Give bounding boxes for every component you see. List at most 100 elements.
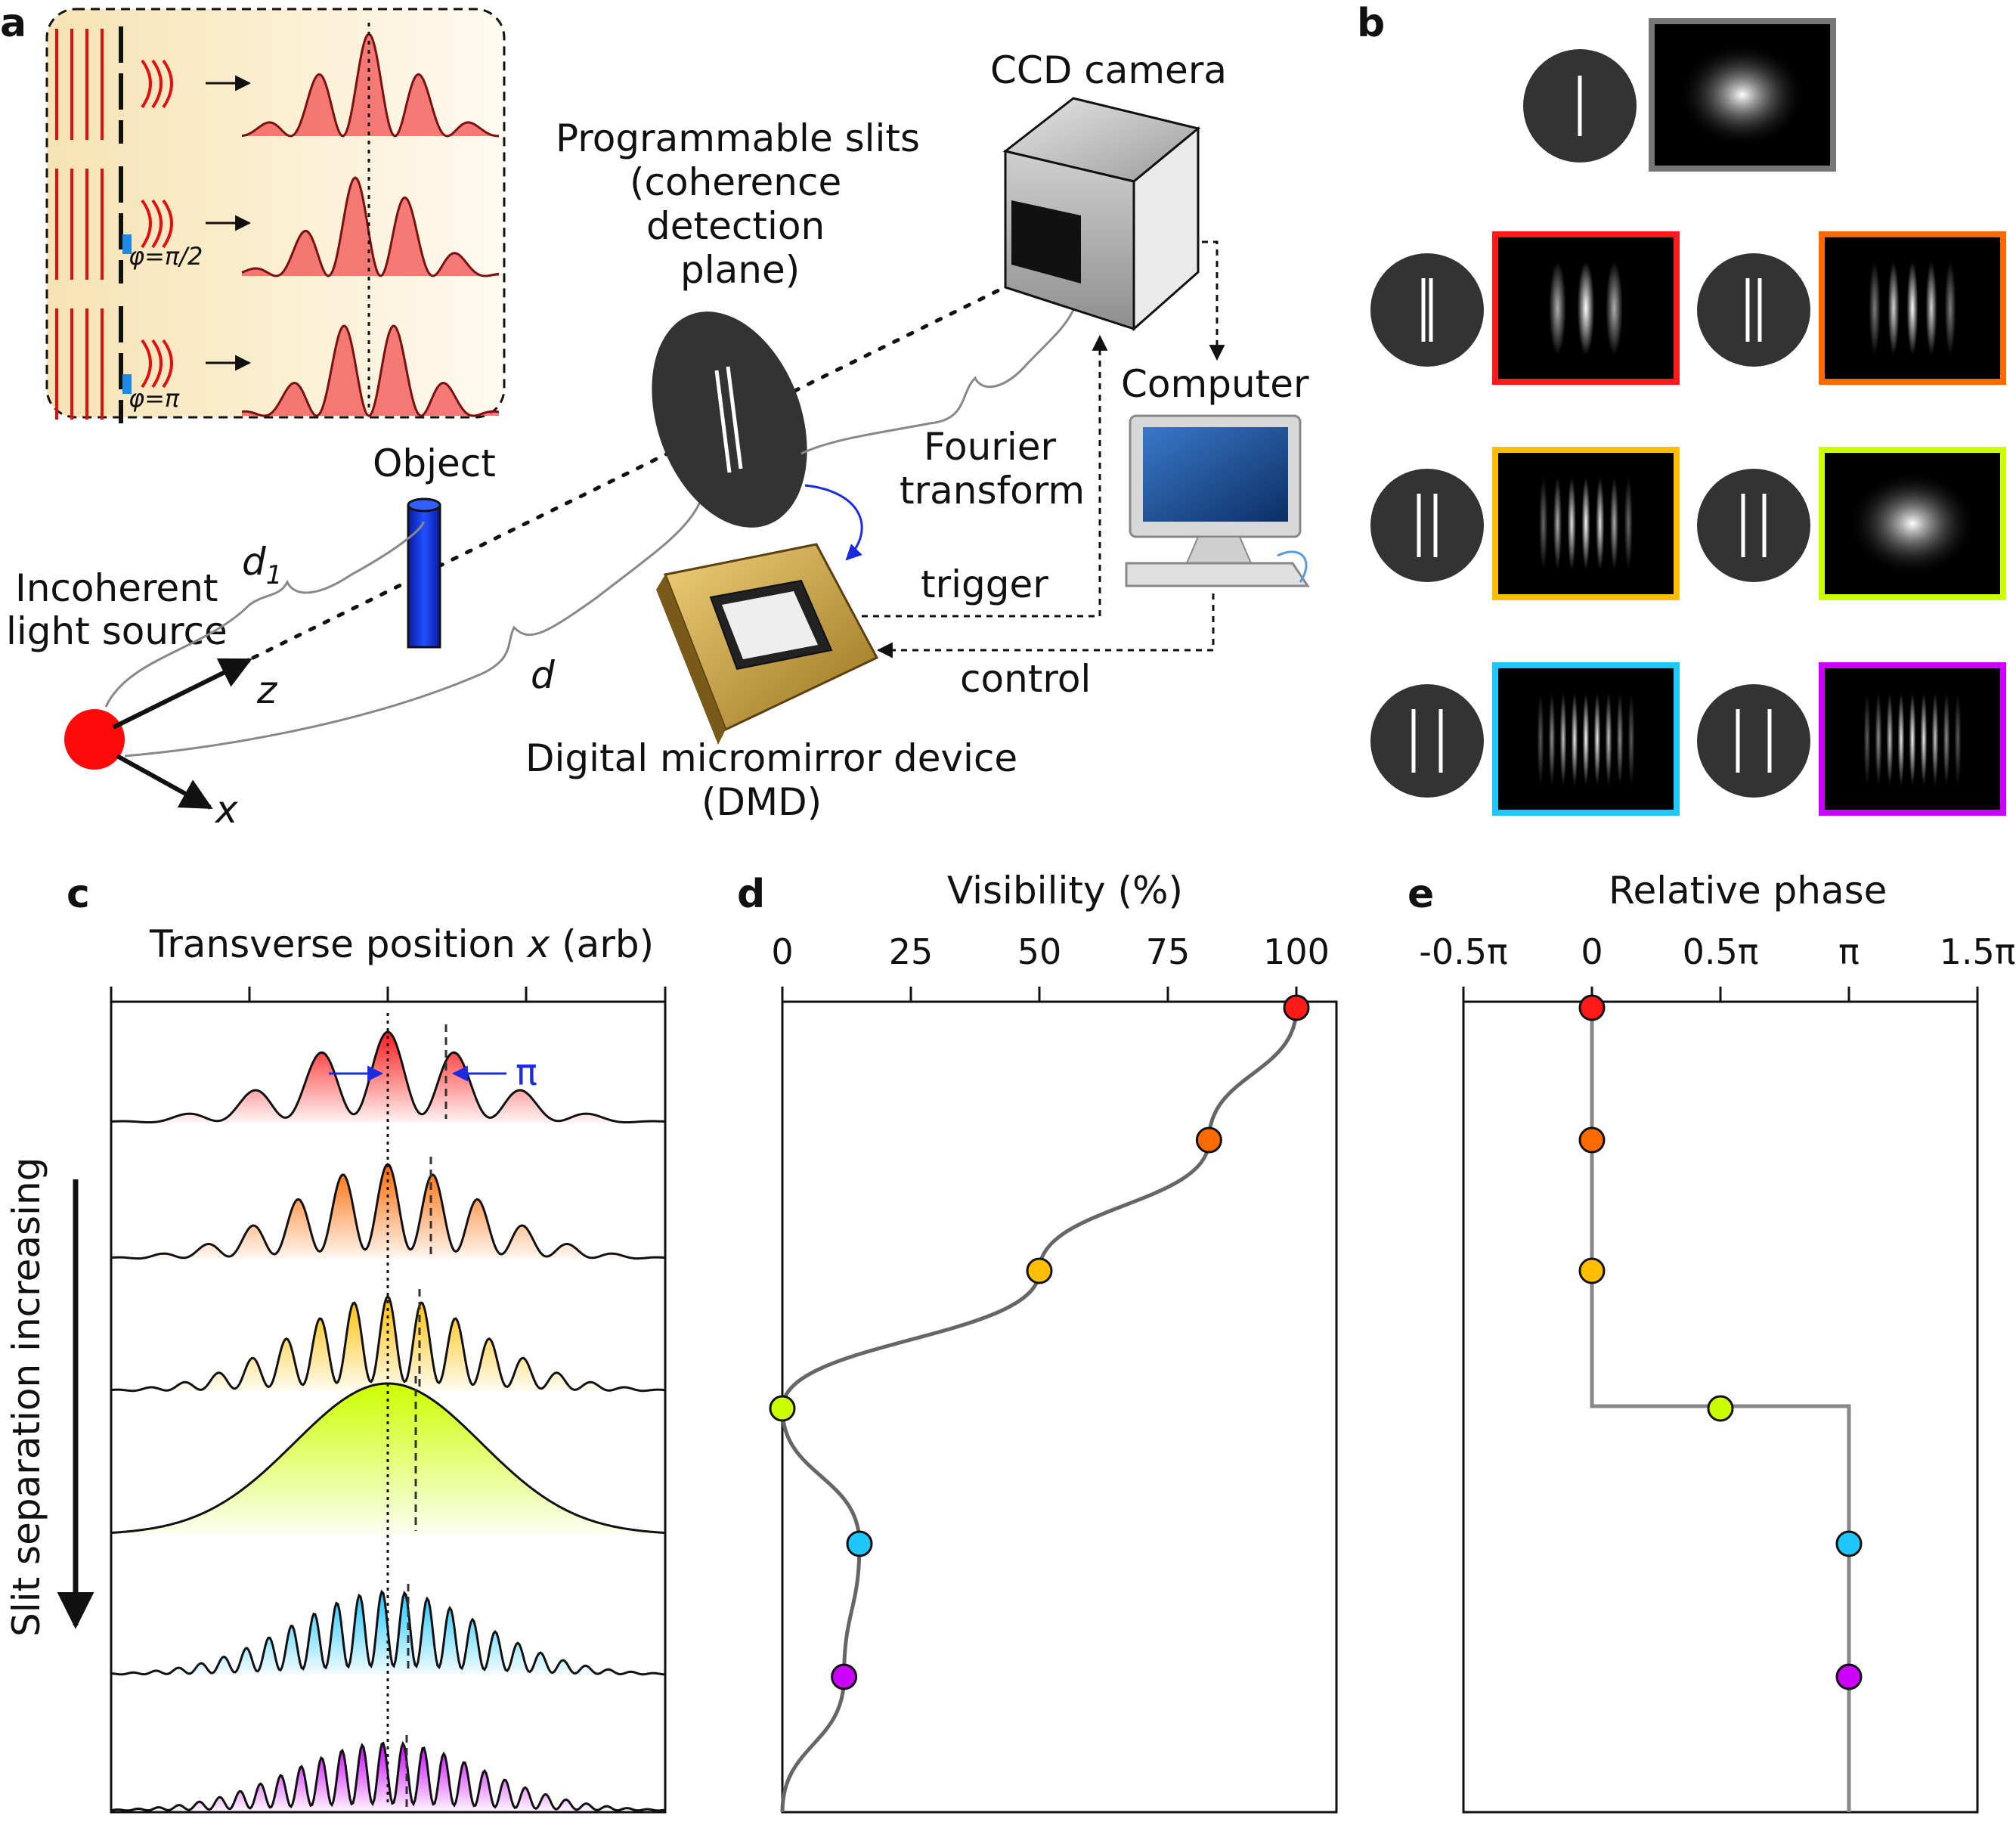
object-label: Object bbox=[373, 442, 496, 485]
light-source bbox=[64, 709, 125, 770]
computer-label: Computer bbox=[1121, 362, 1309, 406]
phase-plate bbox=[122, 374, 132, 394]
d-brace bbox=[124, 476, 708, 758]
separation-label: Slit separation increasing bbox=[5, 1157, 48, 1637]
fringe-patterns bbox=[1370, 18, 2006, 816]
camera-to-computer-line bbox=[1202, 240, 1225, 361]
panel-b: b bbox=[1357, 1, 2006, 816]
panel-d: d Visibility (%) 0 25 50 75 100 bbox=[737, 869, 1338, 1814]
dmd-chip bbox=[656, 543, 879, 745]
fringe-pattern-pair bbox=[1697, 447, 2006, 600]
ccd-camera bbox=[1002, 97, 1201, 332]
phase-tick-label: 0.5π bbox=[1683, 931, 1759, 972]
computer bbox=[1125, 414, 1310, 587]
fringe-pattern-pair bbox=[1370, 231, 1680, 385]
fourier-label-2: transform bbox=[900, 469, 1085, 513]
d1-brace bbox=[104, 521, 425, 708]
fringe-pattern-pair bbox=[1370, 447, 1680, 600]
trigger-line bbox=[862, 334, 1108, 618]
phase-tick-label: -0.5π bbox=[1419, 931, 1507, 972]
phase-tick-label: 0 bbox=[1581, 931, 1603, 972]
panel-d-ticks: 0 25 50 75 100 bbox=[771, 931, 1330, 1002]
visibility-point bbox=[1195, 1126, 1222, 1154]
visibility-tick-label: 100 bbox=[1263, 931, 1330, 972]
inset-row bbox=[55, 26, 500, 144]
slit-mask-disk bbox=[1370, 684, 1484, 798]
slit-mask-disk bbox=[1697, 469, 1810, 582]
fringe-pattern-pair bbox=[1523, 18, 1836, 172]
panel-e-label: e bbox=[1407, 872, 1434, 917]
phase-point bbox=[1835, 1530, 1863, 1557]
slits-label-3: detection bbox=[646, 204, 825, 248]
panel-e-ticks: -0.5π 0 0.5π π 1.5π bbox=[1419, 931, 2015, 1002]
visibility-point bbox=[1283, 994, 1310, 1021]
visibility-point bbox=[831, 1663, 858, 1690]
x-axis-arrow bbox=[116, 754, 213, 810]
phase-point bbox=[1578, 1257, 1606, 1284]
panel-d-label: d bbox=[737, 872, 765, 917]
visibility-tick-label: 0 bbox=[771, 931, 793, 972]
visibility-points bbox=[769, 994, 1310, 1690]
panel-a-label: a bbox=[0, 1, 26, 46]
phase-point bbox=[1578, 1126, 1606, 1154]
pi-label: π bbox=[516, 1052, 537, 1094]
control-line bbox=[876, 593, 1215, 658]
inset-phase-pi: φ=π bbox=[129, 384, 180, 413]
panel-e-title: Relative phase bbox=[1609, 869, 1887, 912]
phase-point bbox=[1835, 1663, 1863, 1690]
panel-b-label: b bbox=[1357, 1, 1385, 46]
fringe-pattern-pair bbox=[1697, 662, 2006, 816]
source-label-1: Incoherent bbox=[15, 566, 218, 610]
visibility-point bbox=[1026, 1257, 1053, 1284]
slit-mask-disk bbox=[1697, 684, 1810, 798]
panel-c: c Transverse position x (arb) π Slit sep… bbox=[5, 872, 667, 1814]
slit-mask-disk bbox=[1370, 253, 1484, 367]
z-axis-arrow bbox=[112, 658, 252, 730]
panel-c-label: c bbox=[67, 872, 90, 917]
intensity-trace bbox=[111, 1289, 665, 1393]
programmable-slits-disk bbox=[652, 311, 807, 528]
slit-mask-disk bbox=[1370, 469, 1484, 582]
panel-d-frame bbox=[781, 1000, 1338, 1814]
phase-points bbox=[1578, 994, 1863, 1690]
visibility-tick-label: 75 bbox=[1146, 931, 1191, 972]
fringe-pattern-pair bbox=[1370, 662, 1680, 816]
source-label-2: light source bbox=[6, 609, 228, 653]
slits-to-dmd-arrow bbox=[804, 484, 863, 561]
phase-tick-label: π bbox=[1838, 931, 1860, 972]
slits-label-2: (coherence bbox=[630, 160, 841, 204]
dmd-label-1: Digital micromirror device bbox=[525, 736, 1017, 780]
panel-e: e Relative phase -0.5π 0 0.5π π 1.5π bbox=[1407, 869, 2015, 1814]
phase-plate bbox=[122, 234, 132, 254]
x-label: x bbox=[214, 788, 238, 832]
visibility-tick-label: 25 bbox=[889, 931, 934, 972]
fringe-pattern-pair bbox=[1697, 231, 2006, 385]
trigger-label: trigger bbox=[921, 562, 1048, 606]
visibility-point bbox=[846, 1530, 873, 1557]
inset-row bbox=[55, 306, 500, 423]
panel-c-title: Transverse position x (arb) bbox=[149, 922, 654, 966]
d-label: d bbox=[531, 653, 555, 697]
fringe-image bbox=[1492, 662, 1680, 816]
slits-label-1: Programmable slits bbox=[556, 116, 920, 160]
inset-box: φ=π/2 φ=π bbox=[45, 8, 506, 423]
inset-phase-half: φ=π/2 bbox=[129, 242, 203, 271]
slits-label-4: plane) bbox=[680, 248, 800, 292]
object-cylinder bbox=[407, 497, 441, 649]
inset-rows bbox=[55, 26, 500, 423]
panel-d-title: Visibility (%) bbox=[947, 869, 1183, 912]
visibility-curve bbox=[780, 1007, 1299, 1813]
control-label: control bbox=[960, 657, 1091, 701]
fourier-label-1: Fourier bbox=[924, 425, 1056, 469]
panel-a: a φ=π/2 φ=π z x Incoherent light source … bbox=[0, 1, 1310, 832]
dmd-label-2: (DMD) bbox=[701, 780, 822, 824]
ccd-label: CCD camera bbox=[990, 48, 1227, 92]
optical-axis bbox=[251, 266, 1045, 660]
phase-tick-label: 1.5π bbox=[1940, 931, 2016, 972]
slit-mask-disk bbox=[1697, 253, 1810, 367]
visibility-point bbox=[769, 1395, 796, 1422]
visibility-tick-label: 50 bbox=[1017, 931, 1062, 972]
panel-c-ticks bbox=[110, 987, 667, 1002]
z-label: z bbox=[256, 668, 278, 712]
